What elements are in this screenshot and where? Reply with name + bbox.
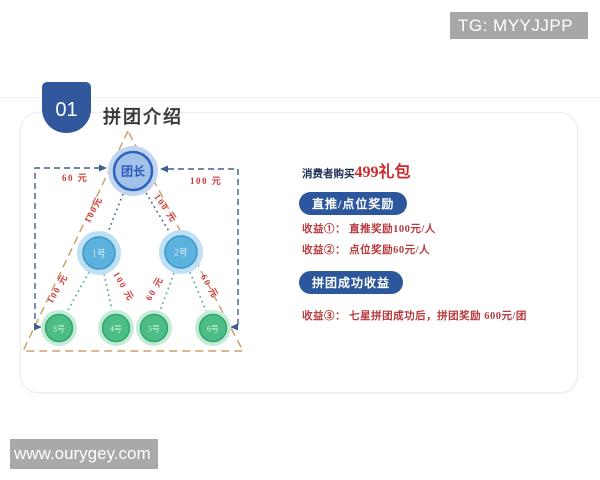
node-n5: 5号	[136, 310, 172, 346]
intro-prefix: 消费者购买	[302, 169, 355, 180]
edge-n1-n3	[66, 271, 90, 313]
node-leader-circle	[112, 150, 154, 192]
arrow-into-n3-icon	[34, 323, 42, 331]
badge-group-success: 拼团成功收益	[299, 271, 404, 294]
arrow-into-leader-right-icon	[160, 165, 168, 173]
node-n6-label: 6号	[207, 325, 219, 334]
section-number-badge: 01	[42, 82, 91, 133]
label-arrow-right: 100 元	[190, 176, 222, 186]
intro-highlight: 499礼包	[354, 164, 411, 181]
edge-n2-n6	[189, 271, 207, 312]
edge-n2-n5	[159, 272, 175, 312]
node-n3-circle	[44, 313, 74, 343]
label-edge-apex-right: 100 元	[152, 192, 179, 224]
pyramid-diagram: 团长 1号 2号 3号 4号 5号	[21, 129, 245, 352]
node-n4-circle	[101, 313, 131, 343]
node-n2-circle	[164, 235, 198, 269]
income-line-3: 收益③： 七星拼团成功后，拼团奖励 600元/团	[302, 311, 527, 322]
node-n2: 2号	[159, 230, 203, 274]
label-arrow-left: 60 元	[62, 173, 88, 183]
node-n4-label: 4号	[110, 325, 122, 334]
arrow-into-n6-icon	[230, 323, 238, 331]
intro-line: 消费者购买499礼包	[302, 158, 411, 182]
label-edge-2-6: 60 元	[199, 273, 221, 301]
label-edge-1-4: 100 元	[111, 270, 136, 303]
node-leader: 团长	[108, 146, 158, 196]
node-n1-label: 1号	[92, 249, 106, 259]
edge-leader-n1	[107, 193, 124, 233]
node-n6-circle	[198, 313, 228, 343]
node-n1-circle	[82, 236, 116, 270]
label-edge-2-5: 60 元	[144, 275, 166, 303]
node-n4: 4号	[98, 310, 134, 346]
tg-contact-badge: TG: MYYJJPP	[450, 12, 588, 39]
site-watermark: www.ourygey.com	[10, 439, 158, 469]
label-edge-1-3: 100 元	[45, 272, 70, 305]
top-divider-line	[0, 97, 600, 98]
income-line-1: 收益①： 直推奖励100元/人	[302, 224, 436, 235]
label-edge-apex-left: 100元	[82, 195, 104, 225]
edge-n1-n4	[103, 273, 113, 311]
page-title: 拼团介绍	[103, 107, 183, 127]
income-line-2: 收益②： 点位奖励60元/人	[302, 245, 431, 256]
node-n3: 3号	[41, 310, 77, 346]
node-n5-circle	[139, 313, 169, 343]
arrow-into-leader-left-icon	[99, 164, 107, 172]
node-n5-label: 5号	[148, 325, 160, 334]
node-leader-label: 团长	[121, 164, 146, 179]
node-n2-label: 2号	[174, 248, 188, 258]
node-n6: 6号	[195, 310, 231, 346]
node-n3-label: 3号	[53, 325, 65, 334]
node-n1: 1号	[77, 231, 121, 275]
reward-path-right	[168, 168, 239, 328]
badge-direct-reward: 直推/点位奖励	[299, 192, 408, 215]
